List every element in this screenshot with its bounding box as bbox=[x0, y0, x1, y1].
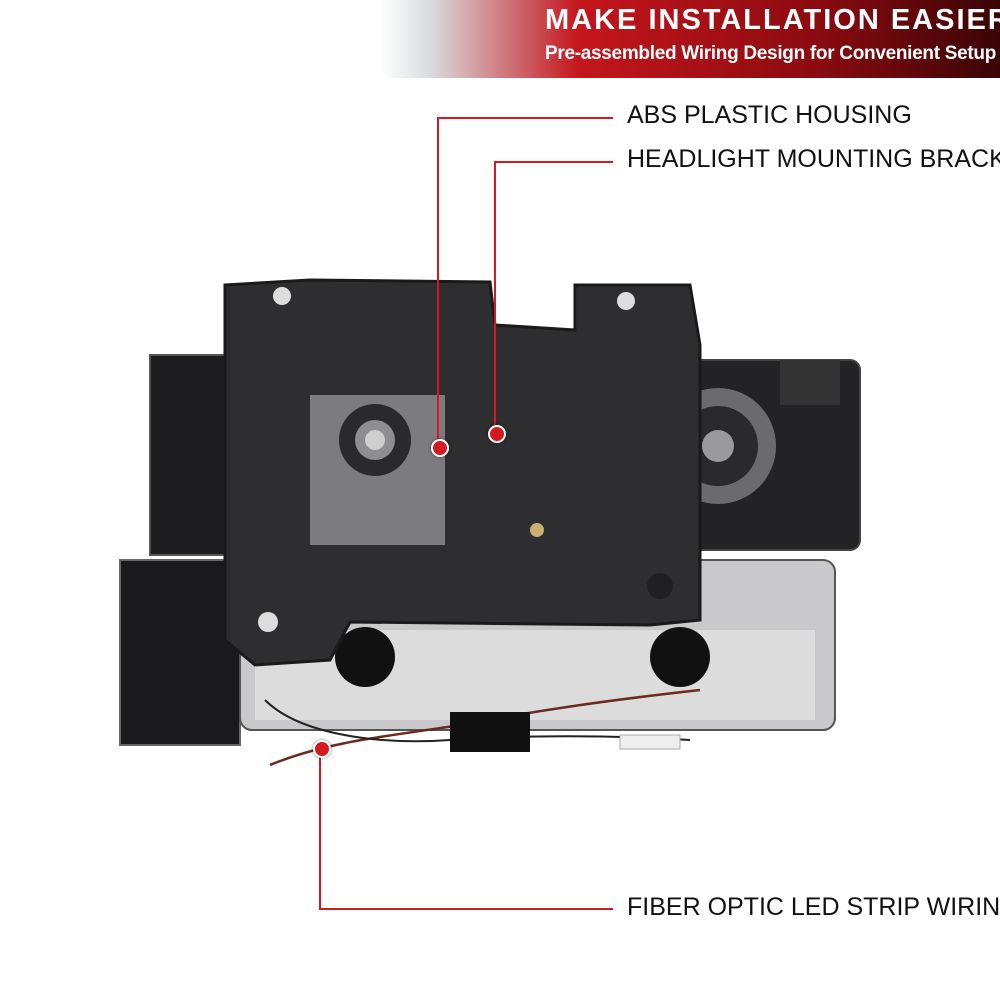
banner-subtitle: Pre-assembled Wiring Design for Convenie… bbox=[545, 43, 997, 64]
banner-title: MAKE INSTALLATION EASIER bbox=[545, 4, 1000, 36]
wiring-callout-label: FIBER OPTIC LED STRIP WIRINGS bbox=[627, 893, 1000, 921]
housing-callout-dot bbox=[431, 439, 449, 457]
housing-callout-label: ABS PLASTIC HOUSING bbox=[627, 101, 912, 129]
housing-callout-line-h bbox=[437, 117, 613, 119]
wiring-callout-dot bbox=[313, 740, 331, 758]
bracket-callout-label: HEADLIGHT MOUNTING BRACKET bbox=[627, 145, 1000, 173]
bracket-callout-line-h bbox=[494, 161, 613, 163]
housing-callout-line-v bbox=[437, 117, 439, 447]
wiring-callout-line-v bbox=[319, 750, 321, 910]
wiring-callout-line-h bbox=[319, 908, 613, 910]
bracket-callout-line-v bbox=[494, 161, 496, 431]
header-banner bbox=[380, 0, 1000, 78]
bracket-callout-dot bbox=[488, 425, 506, 443]
